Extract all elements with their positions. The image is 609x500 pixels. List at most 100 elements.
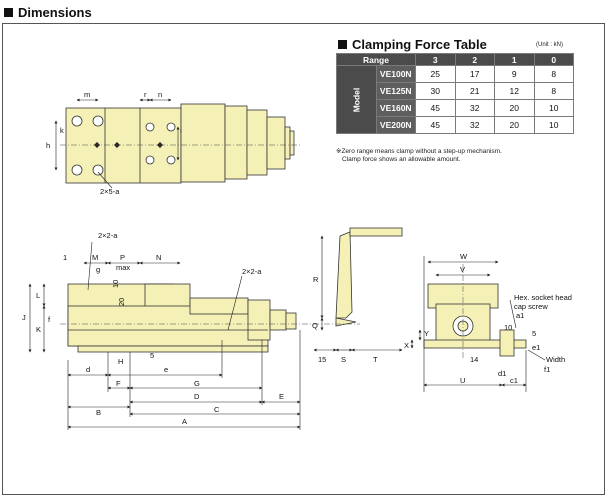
side-label-f1: f1: [544, 365, 550, 374]
handle-label-15: 15: [318, 355, 326, 364]
top-view-screw-end: [289, 130, 295, 156]
side-label-5: 5: [532, 329, 536, 338]
front-label-D: D: [194, 392, 200, 401]
table-row: VE125N 30 21 12 8: [337, 82, 574, 100]
top-hole-4: [92, 164, 104, 176]
range-col-1: 1: [494, 53, 535, 66]
front-label-E: E: [279, 392, 284, 401]
front-label-G: G: [194, 379, 200, 388]
top-view-body-1: [224, 105, 248, 180]
handle-label-R: R: [313, 275, 319, 284]
front-label-20: 20: [117, 298, 126, 306]
row-model: VE100N: [375, 65, 416, 83]
cell: 25: [415, 65, 456, 83]
section-header: Dimensions: [4, 4, 92, 20]
cell: 45: [415, 116, 456, 134]
side-label-width: Width: [546, 355, 565, 364]
side-label-X: X: [404, 341, 409, 350]
side-label-c1: c1: [510, 376, 518, 385]
handle-label-Q: Q: [312, 321, 318, 330]
side-view: [423, 283, 527, 357]
note-line-1: ※Zero range means clamp without a step-u…: [336, 148, 502, 155]
side-label-e1: e1: [532, 343, 540, 352]
cell: 17: [454, 65, 495, 83]
side-label-U: U: [460, 376, 465, 385]
side-label-14: 14: [470, 355, 478, 364]
cell: 21: [454, 82, 495, 100]
front-label-10: 10: [111, 280, 120, 288]
top-label-h: h: [46, 141, 50, 150]
clamping-table-note: ※Zero range means clamp without a step-u…: [336, 148, 586, 164]
side-label-hex1: Hex. socket head: [514, 293, 572, 302]
side-label-10: 10: [504, 323, 512, 332]
side-label-hex2: cap screw: [514, 302, 548, 311]
side-label-a1: a1: [516, 311, 524, 320]
range-header: Range: [336, 53, 416, 66]
clamping-table-unit: (Unit : kN): [536, 42, 563, 48]
side-label-Y: Y: [424, 329, 429, 338]
handle-view: [335, 227, 403, 327]
cell: 30: [415, 82, 456, 100]
side-label-V: V: [460, 265, 465, 274]
top-view-base: [65, 107, 182, 184]
drawing-frame: [2, 23, 605, 495]
top-hole-7: [145, 155, 155, 165]
front-label-max: max: [116, 263, 130, 272]
top-label-i: i: [180, 126, 182, 135]
top-label-m: m: [84, 90, 90, 99]
section-title: Dimensions: [18, 4, 92, 20]
front-view: [67, 283, 297, 353]
top-label-n: n: [158, 90, 162, 99]
front-label-N: N: [156, 253, 161, 262]
front-label-f: f: [48, 315, 51, 324]
side-clamp: [499, 329, 515, 357]
top-view-body-3: [266, 116, 286, 170]
front-base-foot: [77, 345, 269, 353]
cell: 8: [533, 65, 574, 83]
cell: 45: [415, 99, 456, 117]
clamping-table-title: Clamping Force Table: [352, 37, 487, 52]
front-label-A: A: [182, 417, 187, 426]
handle-label-S: S: [341, 355, 346, 364]
handle-label-T: T: [373, 355, 378, 364]
cell: 8: [533, 82, 574, 100]
note-line-2: Clamp force shows an allowable amount.: [342, 156, 461, 163]
row-model: VE125N: [375, 82, 416, 100]
cell: 10: [533, 116, 574, 134]
range-col-0: 0: [533, 53, 574, 66]
top-label-r: r: [144, 90, 147, 99]
cell: 9: [494, 65, 535, 83]
top-view: [65, 103, 295, 184]
side-label-W: W: [460, 252, 468, 261]
model-header: Model: [336, 65, 377, 134]
cell: 20: [494, 99, 535, 117]
cell: 12: [494, 82, 535, 100]
front-slide: [189, 297, 249, 315]
cell: 32: [454, 99, 495, 117]
front-label-K: K: [36, 325, 41, 334]
cell: 32: [454, 116, 495, 134]
front-label-C: C: [214, 405, 220, 414]
front-nut: [247, 299, 271, 341]
table-row: Model VE100N 25 17 9 8: [336, 65, 574, 134]
table-header-row: Range 3 2 1 0: [336, 53, 574, 66]
top-hole-2: [92, 115, 104, 127]
top-hole-3: [71, 164, 83, 176]
front-label-M: M: [92, 253, 98, 262]
front-label-5: 5: [150, 351, 154, 360]
row-model: VE160N: [375, 99, 416, 117]
front-label-P: P: [120, 253, 125, 262]
clamping-force-table: Range 3 2 1 0 Model VE100N 25 17 9 8 VE1…: [336, 53, 574, 134]
front-label-H: H: [118, 357, 123, 366]
handle-arm: [335, 231, 353, 319]
clamping-table-header: Clamping Force Table: [338, 37, 487, 52]
top-hole-5: [145, 122, 155, 132]
front-label-hole-b: 2×2-a: [242, 267, 262, 276]
top-label-k: k: [60, 126, 64, 135]
front-label-1: 1: [63, 253, 67, 262]
handle-socket: [335, 317, 357, 327]
cell: 20: [494, 116, 535, 134]
front-label-d: d: [86, 365, 90, 374]
top-hole-6: [166, 122, 176, 132]
